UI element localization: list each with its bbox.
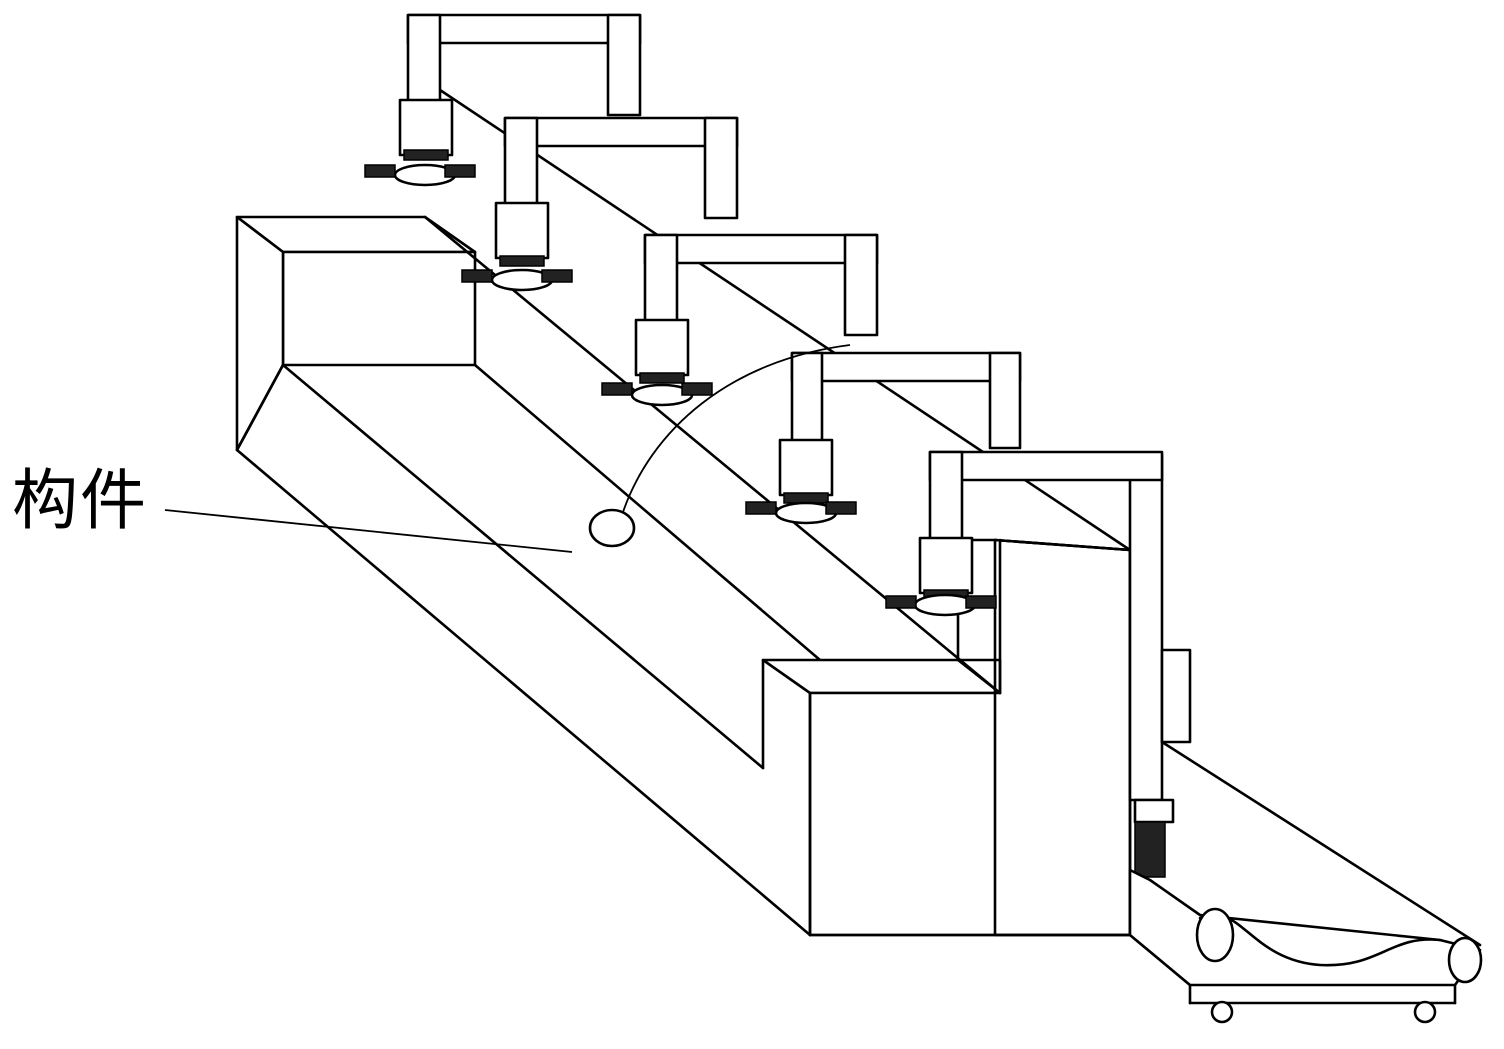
- robot-arm-5: [885, 450, 1164, 617]
- robot-arm-2: [461, 116, 739, 292]
- robot-arm-1: [364, 13, 642, 187]
- callout-label: 构件: [12, 462, 148, 539]
- callout-leader-line: [164, 509, 573, 553]
- workpiece: [588, 344, 851, 548]
- rear-column: [1128, 453, 1192, 878]
- robot-arm-3: [601, 233, 879, 407]
- conveyor: [1128, 740, 1483, 1024]
- robot-arm-4: [745, 351, 1022, 525]
- base-body: [235, 88, 1132, 937]
